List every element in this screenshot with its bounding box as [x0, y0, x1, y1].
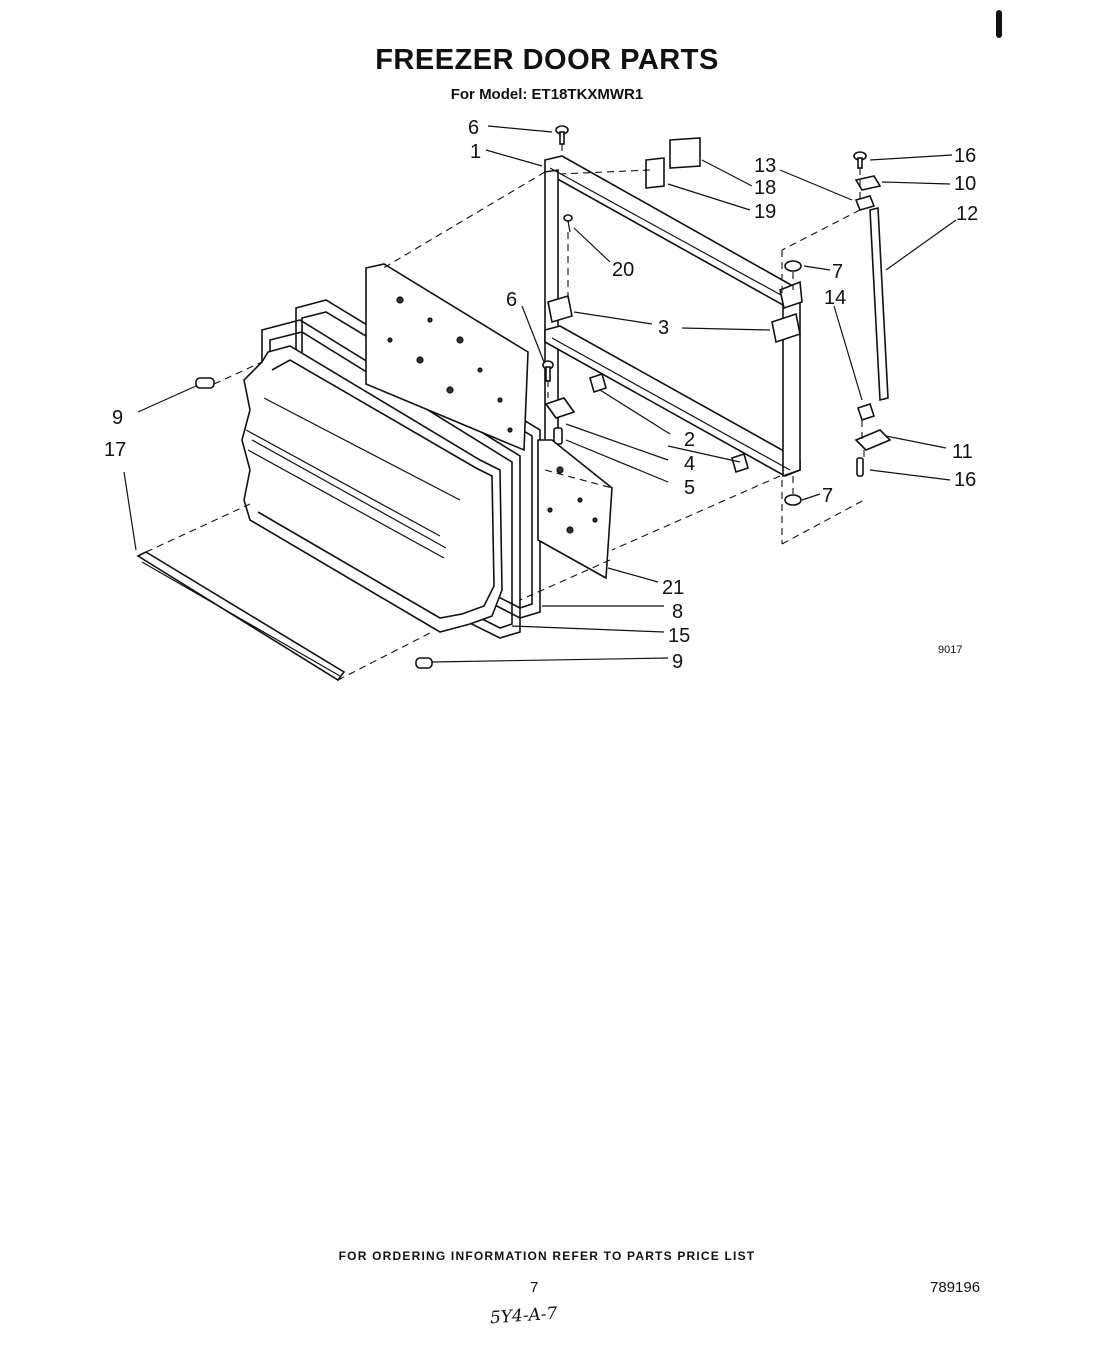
door-frame-part [544, 155, 801, 478]
shelf-trim-part-17 [136, 551, 346, 682]
screw-part-6-mid [542, 360, 554, 382]
callout-13: 13 [754, 155, 776, 177]
callout-2: 2 [684, 429, 695, 451]
document-number: 789196 [930, 1279, 981, 1296]
handle-bar-part-12 [869, 206, 889, 402]
bracket-part-13 [854, 195, 876, 211]
plug-part-9 [195, 377, 433, 669]
callout-10: 10 [954, 173, 976, 195]
callout-6-mid: 6 [506, 289, 517, 311]
callout-20: 20 [612, 259, 634, 281]
screw-part-6-top [555, 125, 569, 145]
callout-8: 8 [672, 601, 683, 623]
callout-7-bottom: 7 [822, 485, 833, 507]
callout-11: 11 [952, 441, 973, 463]
insulation-part-21 [365, 263, 613, 580]
label-parts-18-19 [645, 137, 701, 189]
callout-4: 4 [684, 453, 695, 475]
callout-5: 5 [684, 477, 695, 499]
screw-part-16-top [853, 151, 867, 169]
callout-7-top: 7 [832, 261, 843, 283]
figure-code: 9017 [938, 644, 963, 656]
leader-lines [123, 125, 957, 663]
callout-labels: 6 1 13 16 18 10 19 12 20 7 14 6 3 9 17 2… [104, 117, 978, 673]
door-liner [241, 345, 503, 633]
callout-18: 18 [754, 177, 776, 199]
callout-12: 12 [956, 203, 978, 225]
cap-part-11 [854, 429, 892, 451]
callout-16-bottom: 16 [954, 469, 976, 491]
page-number: 7 [530, 1279, 539, 1296]
callout-9-left: 9 [112, 407, 123, 429]
callout-19: 19 [754, 201, 776, 223]
callout-17: 17 [104, 439, 126, 461]
callout-3: 3 [658, 317, 669, 339]
callout-9-bottom: 9 [672, 651, 683, 673]
washer-part-7 [784, 260, 802, 506]
callout-21: 21 [662, 577, 684, 599]
callout-6-top: 6 [468, 117, 479, 139]
assembly-lines [145, 144, 865, 681]
corner-mark [996, 10, 1002, 38]
callout-15: 15 [668, 625, 690, 647]
bracket-part-2 [544, 372, 749, 474]
screw-part-16-bottom [856, 457, 864, 477]
small-screw-part-20 [563, 214, 573, 233]
bracket-part-14 [856, 402, 876, 422]
callout-16-top: 16 [954, 145, 976, 167]
hinge-bracket-part-3 [547, 280, 803, 344]
callout-14: 14 [824, 287, 846, 309]
ordering-note: FOR ORDERING INFORMATION REFER TO PARTS … [338, 1249, 756, 1263]
model-line: For Model: ET18TKXMWR1 [450, 86, 644, 103]
page-title: FREEZER DOOR PARTS [375, 44, 719, 76]
callout-1: 1 [470, 141, 481, 163]
